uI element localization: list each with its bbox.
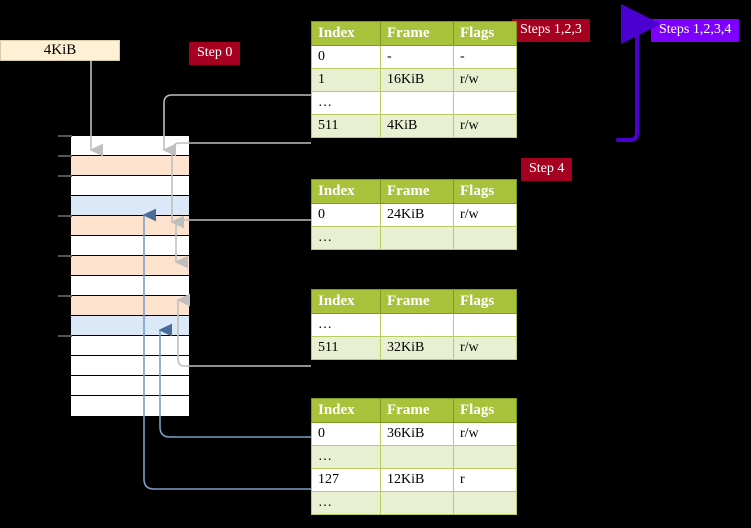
- cell-frame: 4KiB: [380, 114, 454, 138]
- memory-grid-tick: [58, 335, 72, 337]
- wire-pt-row127-segment: [143, 415, 311, 490]
- cell-index: 0: [311, 45, 381, 69]
- memory-grid-tick: [58, 175, 72, 177]
- table-row: …: [311, 91, 517, 115]
- cell-flags: r/w: [453, 336, 517, 360]
- memory-grid-tick: [58, 155, 72, 157]
- memory-frame-row: [71, 256, 189, 276]
- table-row: …: [311, 445, 517, 469]
- column-header-index: Index: [311, 289, 381, 314]
- badge-step-4: Step 4: [521, 158, 573, 181]
- memory-grid-tick: [58, 135, 72, 137]
- cell-frame: [380, 226, 454, 250]
- cell-flags: [453, 226, 517, 250]
- cell-index: 511: [311, 114, 381, 138]
- column-header-index: Index: [311, 21, 381, 46]
- cell-index: 1: [311, 68, 381, 92]
- cell-flags: r/w: [453, 203, 517, 227]
- memory-size-label: 4KiB: [43, 42, 77, 58]
- cell-flags: [453, 313, 517, 337]
- cell-index: …: [311, 226, 381, 250]
- cell-index: 511: [311, 336, 381, 360]
- column-header-frame: Frame: [380, 21, 454, 46]
- memory-frame-row: [71, 296, 189, 316]
- memory-frame-row: [71, 176, 189, 196]
- column-header-frame: Frame: [380, 398, 454, 423]
- cell-index: 0: [311, 422, 381, 446]
- cell-frame: 12KiB: [380, 468, 454, 492]
- memory-frame-row: [71, 356, 189, 376]
- cell-frame: [380, 445, 454, 469]
- cell-flags: [453, 91, 517, 115]
- badge-steps-1234: Steps 1,2,3,4: [651, 19, 740, 42]
- memory-size-box: 4KiB: [0, 40, 120, 61]
- cell-flags: r/w: [453, 114, 517, 138]
- cell-frame: 16KiB: [380, 68, 454, 92]
- wire-pt-row0-segment: [159, 415, 311, 438]
- badge-steps-123: Steps 1,2,3: [512, 19, 590, 42]
- memory-frame-row: [71, 236, 189, 256]
- memory-frame-row: [71, 156, 189, 176]
- table-row: 0--: [311, 45, 517, 69]
- cell-frame: [380, 91, 454, 115]
- cell-flags: r: [453, 468, 517, 492]
- badge-step-0: Step 0: [189, 42, 241, 65]
- cell-flags: r/w: [453, 68, 517, 92]
- table-row: …: [311, 491, 517, 515]
- memory-frame-row: [71, 316, 189, 336]
- arrow-steps-loop: [616, 4, 661, 142]
- cell-flags: r/w: [453, 422, 517, 446]
- cell-flags: -: [453, 45, 517, 69]
- cell-index: …: [311, 313, 381, 337]
- column-header-index: Index: [311, 398, 381, 423]
- memory-frame-row: [71, 136, 189, 156]
- memory-frame-row: [71, 396, 189, 416]
- cell-frame: 24KiB: [380, 203, 454, 227]
- cell-frame: [380, 491, 454, 515]
- column-header-flags: Flags: [453, 21, 517, 46]
- column-header-frame: Frame: [380, 179, 454, 204]
- memory-grid-tick: [58, 215, 72, 217]
- memory-frame-row: [71, 376, 189, 396]
- memory-grid-tick: [58, 255, 72, 257]
- table-row: …: [311, 226, 517, 250]
- cell-index: 127: [311, 468, 381, 492]
- physical-memory-grid: [70, 135, 190, 416]
- column-header-flags: Flags: [453, 289, 517, 314]
- cell-frame: [380, 313, 454, 337]
- column-header-flags: Flags: [453, 179, 517, 204]
- memory-frame-row: [71, 216, 189, 236]
- cell-frame: 32KiB: [380, 336, 454, 360]
- column-header-flags: Flags: [453, 398, 517, 423]
- cell-frame: 36KiB: [380, 422, 454, 446]
- cell-flags: [453, 445, 517, 469]
- table-row: …: [311, 313, 517, 337]
- memory-frame-row: [71, 276, 189, 296]
- memory-grid-tick: [58, 295, 72, 297]
- cell-index: …: [311, 91, 381, 115]
- column-header-frame: Frame: [380, 289, 454, 314]
- cell-flags: [453, 491, 517, 515]
- cell-frame: -: [380, 45, 454, 69]
- cell-index: …: [311, 491, 381, 515]
- memory-frame-row: [71, 196, 189, 216]
- memory-frame-row: [71, 336, 189, 356]
- cell-index: …: [311, 445, 381, 469]
- column-header-index: Index: [311, 179, 381, 204]
- cell-index: 0: [311, 203, 381, 227]
